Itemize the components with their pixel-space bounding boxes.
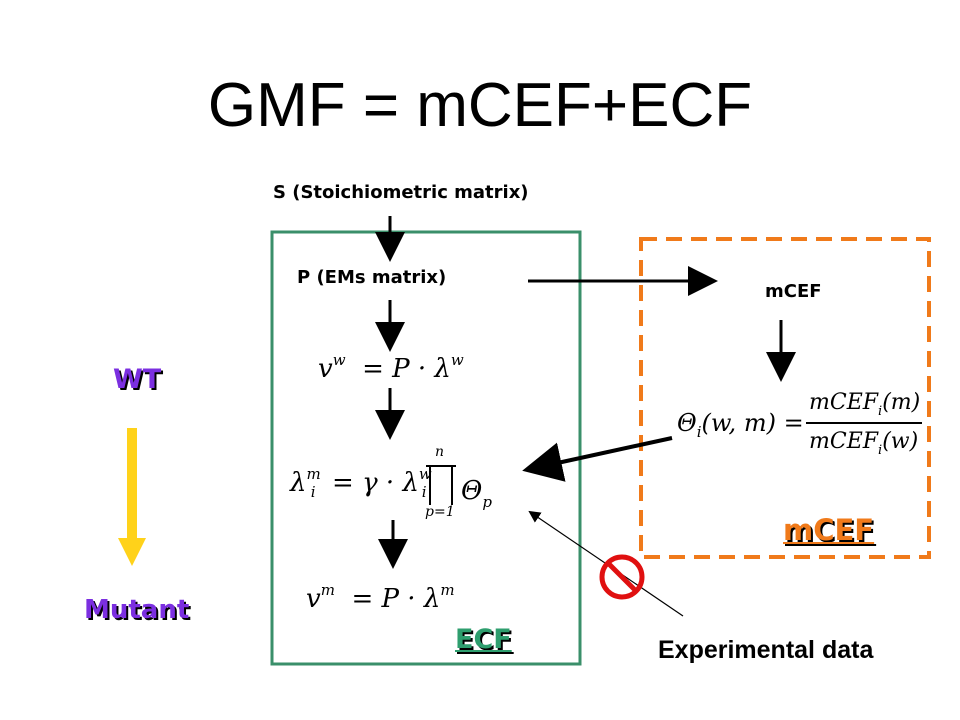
- experimental-data-label: Experimental data: [658, 636, 874, 664]
- product-upper-limit: n: [435, 444, 445, 460]
- product-theta: Θp: [461, 476, 492, 511]
- ecf-box: [270, 230, 582, 666]
- product-symbol: [426, 465, 456, 505]
- wt-label: WT: [113, 364, 162, 395]
- mutant-label: Mutant: [84, 595, 190, 625]
- ecf-label: ECF: [455, 624, 512, 655]
- equation-theta-denominator: mCEFi(w): [809, 429, 919, 458]
- wt-to-mutant-arrow: [118, 428, 146, 566]
- equation-vw: vw = P · λw: [318, 351, 464, 384]
- s-matrix-label: S (Stoichiometric matrix): [273, 182, 529, 203]
- p-matrix-label: P (EMs matrix): [297, 267, 447, 288]
- mcef-small-label: mCEF: [765, 281, 822, 302]
- product-lower-limit: p=1: [425, 504, 455, 520]
- mcef-big-label: mCEF: [783, 513, 875, 547]
- prohibit-icon: [599, 554, 645, 600]
- mcef-box: [639, 237, 931, 559]
- equation-theta-lhs: Θi(w, m) =: [677, 409, 804, 441]
- equation-lambda: λmi = γ · λwi: [290, 465, 432, 501]
- equation-theta-numerator: mCEFi(m): [809, 390, 921, 419]
- equation-vm: vm = P · λm: [306, 581, 455, 614]
- page-title: GMF = mCEF+ECF: [207, 71, 753, 140]
- arrow-theta-to-lambda: [522, 436, 673, 482]
